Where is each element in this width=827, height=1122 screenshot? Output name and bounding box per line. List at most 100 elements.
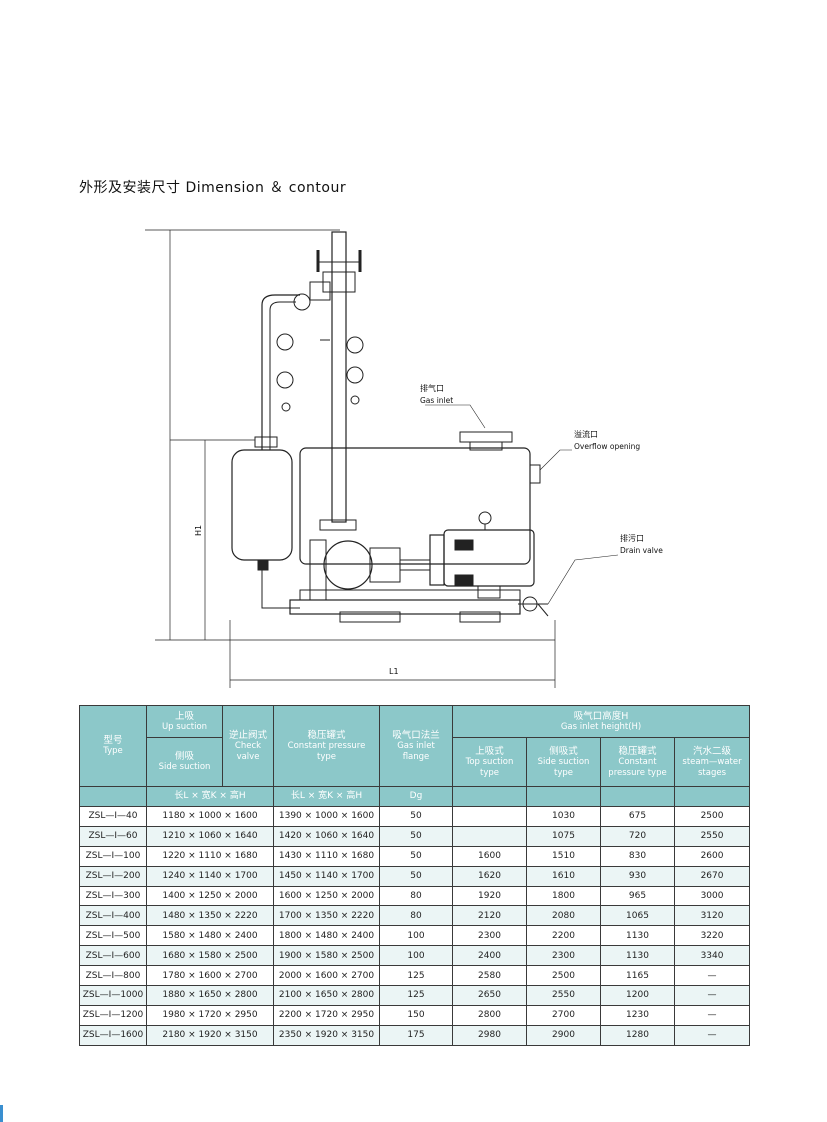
cell-top-suction: 2800: [452, 1004, 527, 1026]
cell-constant-pressure: 1165: [600, 965, 675, 987]
cell-side-suction: 2080: [526, 905, 601, 927]
cell-dims-1: 1780 × 1600 × 2700: [146, 965, 274, 987]
cell-constant-pressure: 720: [600, 825, 675, 847]
cell-model: ZSL—I—1200: [79, 1004, 147, 1026]
cell-top-suction: 2400: [452, 945, 527, 967]
cell-top-suction: 1600: [452, 845, 527, 867]
cell-dims-1: 1240 × 1140 × 1700: [146, 865, 274, 887]
header-unit-blank: [79, 786, 147, 807]
cell-dg: 50: [379, 825, 453, 847]
header-dims-2: 长L × 宽K × 高H: [273, 786, 380, 807]
l1-label: L1: [389, 667, 399, 676]
cell-side-suction: 2700: [526, 1004, 601, 1026]
cell-dims-1: 1680 × 1580 × 2500: [146, 945, 274, 967]
specification-table: 型号 Type 上吸 Up suction 逆止阀式 Check valve 稳…: [79, 705, 751, 1046]
header-constant-pressure-type: 稳压罐式 Constant pressure type: [600, 737, 675, 787]
cell-constant-pressure: 1280: [600, 1024, 675, 1046]
header-dg: Dg: [379, 786, 453, 807]
cell-steam-water: 3220: [673, 925, 751, 947]
cell-dg: 175: [379, 1024, 453, 1046]
cell-dg: 100: [379, 925, 453, 947]
cell-constant-pressure: 830: [600, 845, 675, 867]
cell-side-suction: 1075: [526, 825, 601, 847]
cell-top-suction: 2650: [452, 985, 527, 1006]
cell-model: ZSL—I—400: [79, 905, 147, 927]
cell-model: ZSL—I—200: [79, 865, 147, 887]
cell-dg: 125: [379, 965, 453, 987]
cell-constant-pressure: 1130: [600, 945, 675, 967]
cell-model: ZSL—I—300: [79, 885, 147, 907]
cell-model: ZSL—I—100: [79, 845, 147, 867]
cell-model: ZSL—I—500: [79, 925, 147, 947]
overflow-en-label: Overflow opening: [574, 442, 640, 451]
cell-dims-1: 1180 × 1000 × 1600: [146, 806, 274, 827]
cell-side-suction: 1030: [526, 806, 601, 827]
dimension-drawing: 排气口 Gas inlet 溢流口 Overflow opening 排污口 D…: [145, 229, 663, 688]
cell-top-suction: [452, 825, 527, 847]
cell-model: ZSL—I—40: [79, 806, 147, 827]
header-model: 型号 Type: [79, 705, 147, 787]
cell-side-suction: 2200: [526, 925, 601, 947]
cell-steam-water: —: [673, 985, 751, 1006]
header-side-suction-type: 侧吸式 Side suction type: [526, 737, 601, 787]
header-dims-1: 长L × 宽K × 高H: [146, 786, 274, 807]
cell-top-suction: 2580: [452, 965, 527, 987]
cell-steam-water: 2550: [673, 825, 751, 847]
cell-constant-pressure: 1130: [600, 925, 675, 947]
cell-top-suction: 2300: [452, 925, 527, 947]
cell-dims-1: 1980 × 1720 × 2950: [146, 1004, 274, 1026]
header-top-suction-type: 上吸式 Top suction type: [452, 737, 527, 787]
cell-dims-2: 1450 × 1140 × 1700: [273, 865, 380, 887]
cell-steam-water: 2500: [673, 806, 751, 827]
cell-model: ZSL—I—60: [79, 825, 147, 847]
cell-steam-water: 3340: [673, 945, 751, 967]
cell-dims-2: 2200 × 1720 × 2950: [273, 1004, 380, 1026]
cell-side-suction: 2900: [526, 1024, 601, 1046]
drain-en-label: Drain valve: [620, 546, 663, 555]
cell-side-suction: 1510: [526, 845, 601, 867]
cell-steam-water: 2670: [673, 865, 751, 887]
header-steam-water-stages: 汽水二级 steam—water stages: [673, 737, 751, 787]
cell-dims-2: 1430 × 1110 × 1680: [273, 845, 380, 867]
header-constant-pressure: 稳压罐式 Constant pressure type: [273, 705, 380, 787]
cell-side-suction: 1610: [526, 865, 601, 887]
cell-steam-water: —: [673, 965, 751, 987]
cell-side-suction: 2500: [526, 965, 601, 987]
cell-dims-1: 1880 × 1650 × 2800: [146, 985, 274, 1006]
header-side-suction: 侧吸 Side suction: [146, 737, 223, 787]
separator-tank: [231, 449, 293, 561]
cell-constant-pressure: 930: [600, 865, 675, 887]
cell-dg: 150: [379, 1004, 453, 1026]
drain-zh-label: 排污口: [620, 533, 644, 543]
cell-dg: 125: [379, 985, 453, 1006]
cell-dims-1: 1580 × 1480 × 2400: [146, 925, 274, 947]
cell-dg: 50: [379, 865, 453, 887]
cell-top-suction: 2120: [452, 905, 527, 927]
cell-steam-water: —: [673, 1004, 751, 1026]
cell-dg: 100: [379, 945, 453, 967]
header-check-valve: 逆止阀式 Check valve: [222, 705, 274, 787]
horizontal-tank: [299, 447, 531, 565]
cell-constant-pressure: 1200: [600, 985, 675, 1006]
cell-dims-2: 1390 × 1000 × 1600: [273, 806, 380, 827]
cell-dims-1: 1400 × 1250 × 2000: [146, 885, 274, 907]
gas-inlet-zh-label: 排气口: [420, 383, 444, 393]
overflow-zh-label: 溢流口: [574, 429, 598, 439]
cell-steam-water: 2600: [673, 845, 751, 867]
cell-steam-water: —: [673, 1024, 751, 1046]
cell-dg: 80: [379, 905, 453, 927]
cell-dims-1: 1480 × 1350 × 2220: [146, 905, 274, 927]
cell-dg: 50: [379, 845, 453, 867]
page-edge-mark: [0, 1105, 3, 1122]
cell-model: ZSL—I—1600: [79, 1024, 147, 1046]
